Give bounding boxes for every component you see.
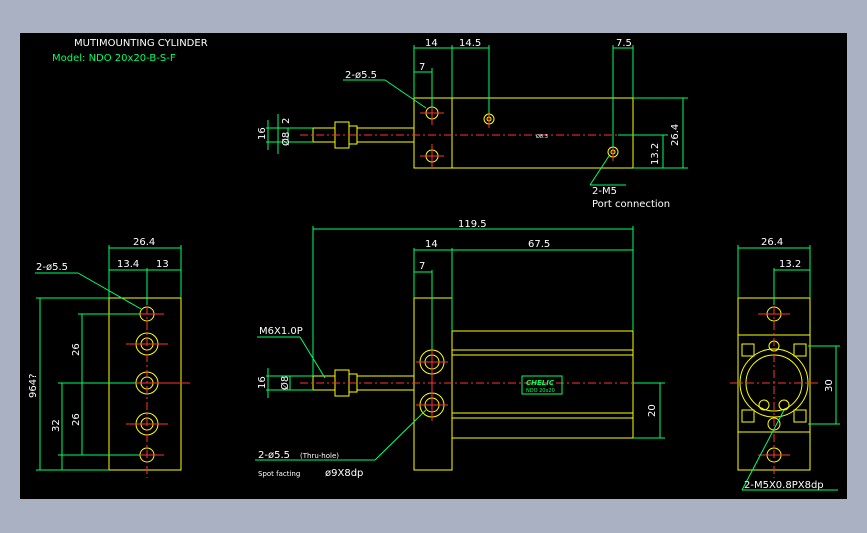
top-dim-8: Ø8 <box>280 132 292 146</box>
front-flange <box>413 297 453 471</box>
left-dim-32: 32 <box>51 419 62 432</box>
top-dim-16: 16 <box>257 127 268 140</box>
right-view: 26.4 13.2 30 2-M5X0.8PX8dp <box>730 237 840 491</box>
right-dim-30: 30 <box>824 379 835 392</box>
left-body <box>108 297 182 471</box>
left-dim-26-top: 26 <box>71 343 82 356</box>
brand-plate <box>521 375 563 395</box>
front-dim-119-5: 119.5 <box>458 219 487 230</box>
left-view: 26.4 13.4 13 2-ø5.5 964? 32 26 26 <box>28 237 190 478</box>
top-port-note: 2-M5 <box>592 186 617 197</box>
top-port-desc: Port connection <box>592 199 670 210</box>
model-label: Model: NDO 20x20-B-S-F <box>52 53 176 64</box>
left-dim-total: 964? <box>28 374 39 398</box>
front-dim-16: 16 <box>257 376 268 389</box>
front-view: CHELIC NDO 20x20 119.5 14 67.5 7 M6X1.0P… <box>255 219 665 479</box>
top-body <box>451 97 634 169</box>
top-dim-14-5: 14.5 <box>459 38 481 49</box>
brand-model: NDO 20x20 <box>526 388 555 394</box>
top-center-mark: Ø8.3 <box>536 133 548 140</box>
right-tap-2 <box>778 399 790 411</box>
top-dim-7-5: 7.5 <box>616 38 632 49</box>
brand-name: CHELIC <box>526 379 555 387</box>
right-tap-1 <box>758 399 770 411</box>
left-dim-13: 13 <box>156 259 169 270</box>
front-spot-value: ø9X8dp <box>325 468 363 479</box>
left-hole-note: 2-ø5.5 <box>36 262 68 273</box>
front-body <box>451 330 634 439</box>
right-dim-13-2: 13.2 <box>779 259 801 270</box>
front-hole-note: 2-ø5.5 <box>258 450 290 461</box>
front-dim-8: Ø8 <box>279 376 291 390</box>
top-dim-2: 2 <box>281 118 292 124</box>
top-flange <box>413 97 453 169</box>
front-hole-note-sub: (Thru-hole) <box>300 452 339 460</box>
drawing-title: MUTIMOUNTING CYLINDER <box>74 38 208 49</box>
front-dim-20: 20 <box>647 404 658 417</box>
left-dim-26-bottom: 26 <box>71 413 82 426</box>
front-thread-note: M6X1.0P <box>259 326 303 337</box>
left-dim-13-4: 13.4 <box>117 259 139 270</box>
top-dim-13-2: 13.2 <box>650 143 661 165</box>
top-hole-note: 2-ø5.5 <box>345 70 377 81</box>
top-dim-14: 14 <box>425 38 438 49</box>
right-dim-26-4: 26.4 <box>761 237 783 248</box>
front-spot-label: Spot facting <box>258 470 300 478</box>
top-dim-7: 7 <box>419 62 425 73</box>
left-dim-26-4: 26.4 <box>133 237 155 248</box>
top-dim-26-4: 26.4 <box>670 124 681 146</box>
front-dim-67-5: 67.5 <box>528 239 550 250</box>
right-tap-note: 2-M5X0.8PX8dp <box>744 480 824 491</box>
top-view: Ø8.3 14 14.5 7.5 7 2-ø5.5 2-M5 Port conn… <box>257 38 688 210</box>
front-dim-7: 7 <box>419 261 425 272</box>
front-dim-14: 14 <box>425 239 438 250</box>
